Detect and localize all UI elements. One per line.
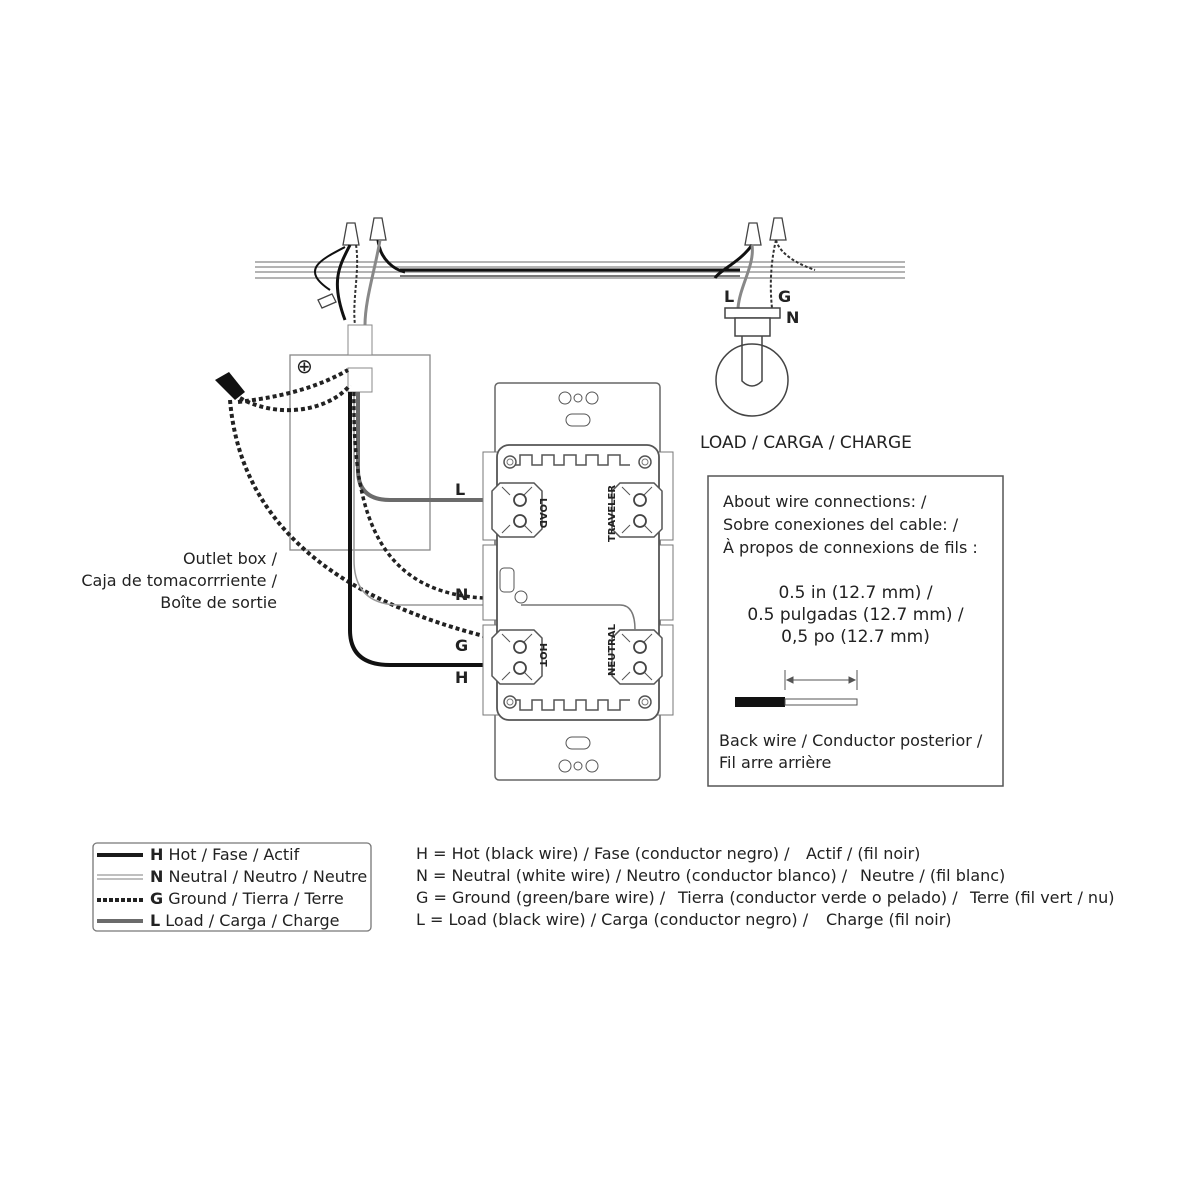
info-title-line: About wire connections: / bbox=[723, 492, 927, 511]
legend-letter: H bbox=[150, 845, 164, 864]
terminal-traveler-label: TRAVELER bbox=[607, 485, 618, 542]
wire-label-g: G bbox=[455, 636, 469, 655]
legend-text: Hot / Fase / Actif bbox=[168, 845, 300, 864]
outlet-box-caption-line: Outlet box / bbox=[182, 549, 277, 568]
legend-item-neutral: N Neutral / Neutro / Neutre bbox=[150, 866, 367, 888]
outlet-box-caption: Outlet box / Caja de tomacorrriente / Bo… bbox=[81, 548, 277, 614]
legend: H Hot / Fase / Actif N Neutral / Neutro … bbox=[150, 844, 367, 932]
wire-nuts-right bbox=[713, 217, 816, 309]
strip-line: 0,5 po (12.7 mm) bbox=[781, 627, 930, 647]
cable-clamp bbox=[347, 324, 373, 356]
legend-text: Load / Carga / Charge bbox=[165, 911, 340, 930]
back-wire-line: Fil arre arrière bbox=[719, 753, 832, 772]
back-wire-line: Back wire / Conductor posterior / bbox=[719, 731, 983, 750]
info-box-title: About wire connections: / Sobre conexion… bbox=[723, 490, 978, 559]
wire-label-n: N bbox=[455, 585, 469, 604]
legend-letter: L bbox=[150, 911, 161, 930]
definition-text: N = Neutral (white wire) / Neutro (condu… bbox=[416, 866, 848, 885]
definition-overlap: Neutre / (fil blanc) bbox=[860, 866, 1006, 885]
legend-item-hot: H Hot / Fase / Actif bbox=[150, 844, 367, 866]
strip-length-illustration bbox=[735, 670, 858, 707]
legend-letter: G bbox=[150, 889, 164, 908]
legend-text: Ground / Tierra / Terre bbox=[168, 889, 344, 908]
legend-swatch-neutral bbox=[97, 874, 143, 880]
info-title-line: À propos de connexions de fils : bbox=[723, 538, 978, 557]
definition-text: G = Ground (green/bare wire) / bbox=[416, 888, 666, 907]
definition-neutral: N = Neutral (white wire) / Neutro (condu… bbox=[416, 866, 847, 885]
strip-line: 0.5 pulgadas (12.7 mm) / bbox=[747, 605, 964, 625]
definition-overlap: Tierra (conductor verde o pelado) / bbox=[678, 888, 958, 907]
smart-switch: LOAD TRAVELER HOT NEUTRAL bbox=[482, 382, 674, 781]
neutral-wire bbox=[353, 392, 521, 606]
definition-text: L = Load (black wire) / Carga (conductor… bbox=[416, 910, 809, 929]
definition-ground: G = Ground (green/bare wire) / bbox=[416, 888, 665, 907]
legend-text: Neutral / Neutro / Neutre bbox=[168, 867, 368, 886]
outlet-box-caption-line: Boîte de sortie bbox=[160, 593, 277, 612]
definition-text: H = Hot (black wire) / Fase (conductor n… bbox=[416, 844, 790, 863]
outlet-box-caption-line: Caja de tomacorrriente / bbox=[81, 571, 277, 590]
wire-nuts-left bbox=[314, 217, 406, 326]
definition-hot: H = Hot (black wire) / Fase (conductor n… bbox=[416, 844, 789, 863]
terminal-neutral-label: NEUTRAL bbox=[607, 623, 618, 676]
fixture-label-g: G bbox=[778, 287, 792, 306]
legend-item-load: L Load / Carga / Charge bbox=[150, 910, 367, 932]
info-box bbox=[707, 475, 1004, 787]
back-wire-text: Back wire / Conductor posterior / Fil ar… bbox=[719, 730, 982, 774]
ground-pigtail bbox=[215, 368, 501, 642]
legend-item-ground: G Ground / Tierra / Terre bbox=[150, 888, 367, 910]
fixture-label-l: L bbox=[724, 287, 735, 306]
wire-label-l: L bbox=[455, 480, 466, 499]
definition-load: L = Load (black wire) / Carga (conductor… bbox=[416, 910, 808, 929]
strip-line: 0.5 in (12.7 mm) / bbox=[778, 583, 933, 603]
light-bulb bbox=[715, 307, 789, 417]
strip-length-text: 0.5 in (12.7 mm) / 0.5 pulgadas (12.7 mm… bbox=[708, 582, 1003, 648]
definition-overlap: Charge (fil noir) bbox=[826, 910, 952, 929]
ceiling-cable bbox=[255, 261, 905, 279]
load-caption: LOAD / CARGA / CHARGE bbox=[700, 433, 912, 453]
terminal-hot-label: HOT bbox=[537, 643, 548, 667]
legend-letter: N bbox=[150, 867, 164, 886]
ground-symbol-icon: ⊕ bbox=[296, 354, 313, 378]
hot-wire bbox=[348, 392, 512, 667]
fixture-label-n: N bbox=[786, 308, 800, 327]
terminal-load-label: LOAD bbox=[537, 498, 548, 528]
legend-box bbox=[92, 842, 372, 932]
info-title-line: Sobre conexiones del cable: / bbox=[723, 515, 959, 534]
definition-overlap: Terre (fil vert / nu) bbox=[970, 888, 1115, 907]
wire-label-h: H bbox=[455, 668, 469, 687]
definition-overlap: Actif / (fil noir) bbox=[806, 844, 921, 863]
